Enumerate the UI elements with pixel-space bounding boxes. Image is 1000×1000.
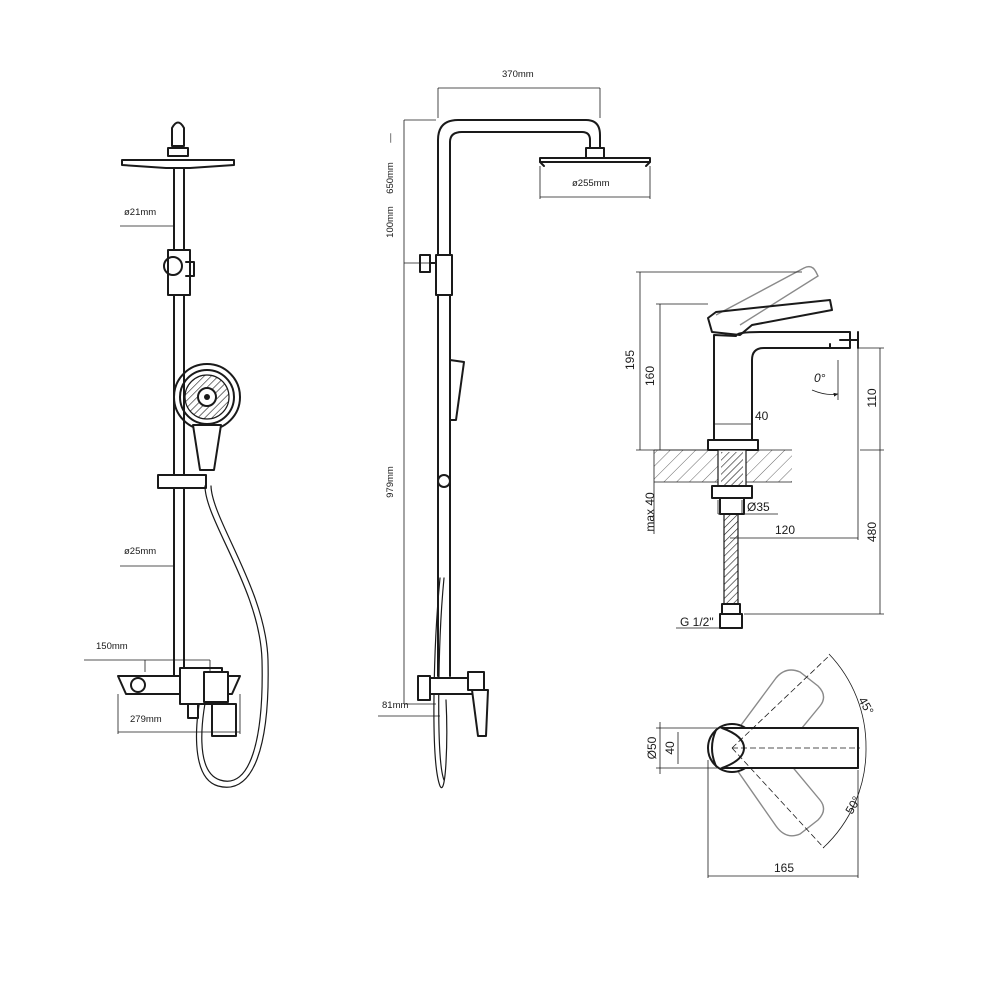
label-shelf-width: 279mm [130, 714, 162, 725]
label-rod-top-diameter: ø21mm [124, 207, 156, 218]
label-spout-angle: 0° [814, 371, 826, 385]
side-slider [437, 474, 451, 488]
side-hose [433, 577, 448, 789]
faucet-body [713, 331, 851, 441]
label-height-rail: 979mm [385, 466, 396, 498]
side-coupler [435, 254, 453, 296]
arc-50 [822, 747, 867, 849]
label-hose-length: 480 [865, 522, 879, 542]
hand-shower [173, 363, 241, 471]
label-rod-bottom-diameter: ø25mm [124, 546, 156, 557]
shower-side-view: ø255mm 370mm 650mm — 100mm 979mm [378, 69, 651, 789]
lever-ghost-45 [729, 669, 825, 763]
label-total-height: 195 [623, 350, 637, 370]
label-head-diameter: ø255mm [572, 178, 610, 189]
label-spout-height: 110 [865, 388, 879, 407]
label-angle-50: 50° [842, 794, 863, 817]
label-thread: G 1/2" [680, 615, 714, 629]
label-body-height: 160 [643, 366, 657, 386]
side-rain-head [539, 157, 651, 163]
faucet-base [707, 439, 759, 451]
faucet-top-view: 45° 50° Ø50 40 165 [645, 653, 877, 878]
head-nut [167, 147, 189, 157]
label-body-diameter: 40 [755, 409, 769, 423]
label-max-thickness: max 40 [643, 492, 657, 532]
rain-head [121, 159, 235, 169]
label-height-top: 650mm [385, 162, 396, 194]
side-hand-shower [449, 359, 465, 421]
label-top-length: 165 [774, 861, 794, 875]
label-mixer-width: 150mm [96, 641, 128, 652]
faucet-lever [707, 299, 833, 336]
lever-raised-ghost [715, 265, 819, 326]
label-reach: 120 [775, 523, 795, 537]
mounting-nut [711, 485, 753, 499]
label-top-outer-diameter: Ø50 [645, 736, 659, 759]
label-height-adjust: 100mm [385, 206, 396, 238]
shower-front-view: ø21mm ø25mm 150mm [84, 121, 269, 788]
inlet-cap [171, 121, 185, 147]
label-height-dash: — [385, 133, 396, 143]
mixer-lever [211, 703, 237, 737]
slider-bracket [157, 474, 207, 489]
label-top-inner-diameter: 40 [663, 741, 677, 755]
hose [201, 485, 263, 782]
label-mixer-depth: 81mm [382, 700, 408, 711]
label-arm-length: 370mm [502, 69, 534, 80]
lever-ghost-50 [729, 739, 825, 837]
label-shank-diameter: Ø35 [747, 500, 770, 514]
side-lever [471, 689, 489, 737]
arc-45 [828, 653, 867, 749]
label-angle-45: 45° [855, 695, 876, 718]
shower-arm [437, 119, 601, 256]
flex-hose [723, 513, 739, 605]
faucet-side-view: 195 160 110 0° 40 max 40 Ø35 120 480 G 1… [623, 265, 884, 629]
